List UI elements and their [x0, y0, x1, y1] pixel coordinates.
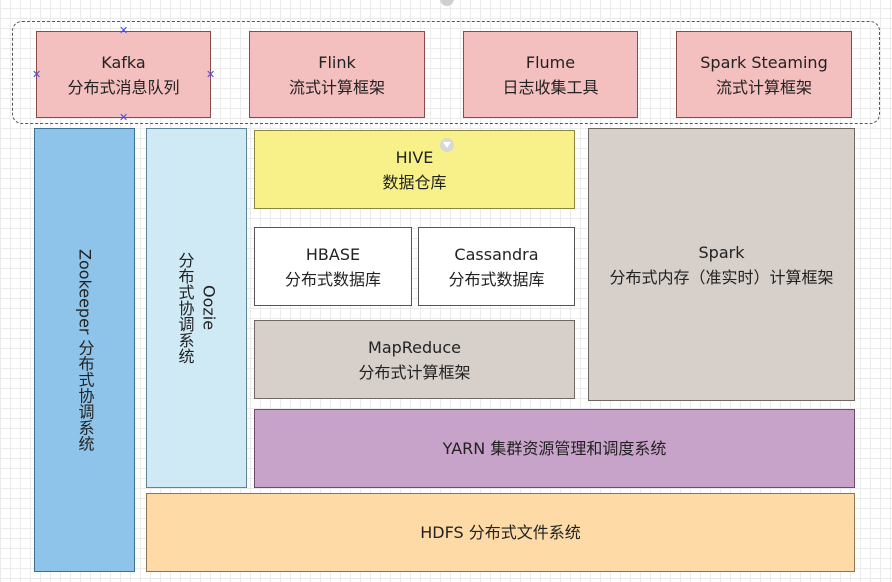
spark-streaming-subtitle: 流式计算框架 [715, 77, 812, 97]
hbase-title: HBASE [305, 244, 361, 264]
hbase-subtitle: 分布式数据库 [284, 269, 381, 289]
oozie-box[interactable]: Oozie 分布式协调系统 [146, 128, 247, 488]
flume-subtitle: 日志收集工具 [502, 77, 599, 97]
zookeeper-label: Zookeeper 分布式协调系统 [75, 248, 95, 452]
kafka-title: Kafka [101, 52, 146, 72]
x-handle-icon[interactable]: ✕ [119, 111, 129, 124]
x-handle-icon[interactable]: ✕ [32, 68, 42, 81]
flink-title: Flink [318, 52, 356, 72]
yarn-box[interactable]: YARN 集群资源管理和调度系统 [254, 409, 855, 488]
spark-title: Spark [698, 242, 745, 262]
mapreduce-subtitle: 分布式计算框架 [358, 362, 471, 382]
hdfs-label: HDFS 分布式文件系统 [420, 523, 581, 542]
x-handle-icon[interactable]: ✕ [119, 24, 129, 37]
oozie-subtitle: 分布式协调系统 [175, 252, 195, 364]
mapreduce-title: MapReduce [368, 337, 461, 357]
flink-subtitle: 流式计算框架 [288, 77, 385, 97]
flink-box[interactable]: Flink 流式计算框架 [249, 31, 425, 118]
flume-title: Flume [525, 52, 576, 72]
spark-subtitle: 分布式内存（准实时）计算框架 [609, 267, 834, 287]
yarn-label: YARN 集群资源管理和调度系统 [442, 439, 667, 458]
streaming-tools-group[interactable] [12, 21, 880, 124]
spark-streaming-box[interactable]: Spark Steaming 流式计算框架 [676, 31, 852, 118]
hive-box[interactable]: HIVE 数据仓库 [254, 130, 575, 209]
hive-subtitle: 数据仓库 [382, 172, 447, 192]
spark-streaming-title: Spark Steaming [700, 52, 828, 72]
connection-knob-icon[interactable] [440, 0, 454, 6]
kafka-box[interactable]: Kafka 分布式消息队列 [36, 31, 211, 118]
cassandra-title: Cassandra [454, 244, 539, 264]
cassandra-subtitle: 分布式数据库 [448, 269, 545, 289]
x-handle-icon[interactable]: ✕ [206, 68, 216, 81]
mapreduce-box[interactable]: MapReduce 分布式计算框架 [254, 320, 575, 399]
zookeeper-box[interactable]: Zookeeper 分布式协调系统 [34, 128, 135, 572]
chevron-down-icon[interactable] [440, 138, 454, 152]
hdfs-box[interactable]: HDFS 分布式文件系统 [146, 493, 855, 572]
spark-box[interactable]: Spark 分布式内存（准实时）计算框架 [588, 128, 855, 401]
cassandra-box[interactable]: Cassandra 分布式数据库 [418, 227, 575, 306]
kafka-subtitle: 分布式消息队列 [67, 77, 180, 97]
flume-box[interactable]: Flume 日志收集工具 [463, 31, 638, 118]
hbase-box[interactable]: HBASE 分布式数据库 [254, 227, 412, 306]
oozie-title: Oozie [199, 285, 219, 331]
hive-title: HIVE [395, 147, 434, 167]
